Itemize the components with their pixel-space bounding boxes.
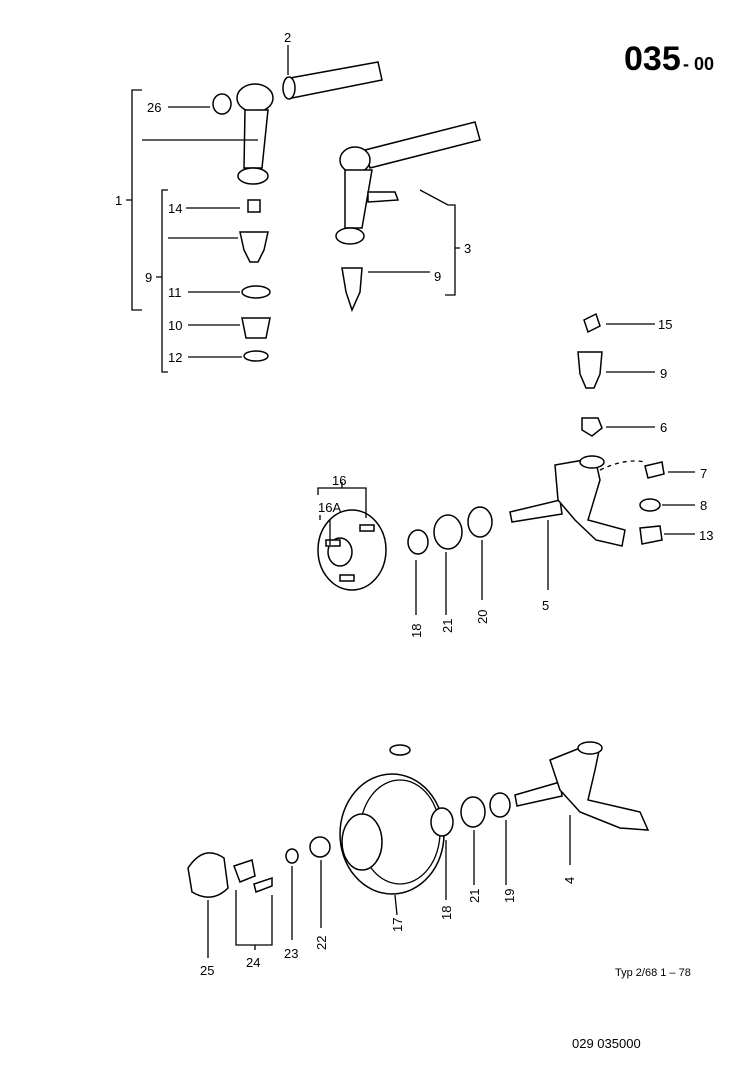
brake-drum <box>187 773 511 898</box>
leader-lines <box>126 45 695 958</box>
steering-knuckle-upper <box>509 455 626 547</box>
label-9: 9 <box>434 269 441 284</box>
label-15: 15 <box>658 317 672 332</box>
label-22: 22 <box>314 936 329 950</box>
label-11: 11 <box>168 285 182 300</box>
label-5: 5 <box>542 598 549 613</box>
label-25: 25 <box>200 963 214 978</box>
label-23: 23 <box>284 946 298 961</box>
label-8: 8 <box>700 498 707 513</box>
label-12: 12 <box>168 350 182 365</box>
ball-joint-set <box>239 199 271 362</box>
label-13: 13 <box>699 528 713 543</box>
label-3: 3 <box>464 241 471 256</box>
label-18: 18 <box>439 906 454 920</box>
group-number: 035 <box>624 40 681 78</box>
label-21: 21 <box>467 889 482 903</box>
label-9: 9 <box>145 270 152 285</box>
label-24: 24 <box>246 955 260 970</box>
group-suffix: - 00 <box>683 54 714 74</box>
page-code: 029 035000 <box>572 1036 641 1051</box>
label-9: 9 <box>660 366 667 381</box>
label-19: 19 <box>502 889 517 903</box>
label-16a: 16A <box>318 500 341 515</box>
steering-knuckle-lower <box>389 741 650 831</box>
label-21: 21 <box>440 619 455 633</box>
label-14: 14 <box>168 201 182 216</box>
label-10: 10 <box>168 318 182 333</box>
label-2: 2 <box>284 30 291 45</box>
torsion-arm-upper <box>212 61 383 185</box>
wheel-hub <box>317 506 493 591</box>
type-note: Typ 2/68 1 – 78 <box>615 967 691 979</box>
label-1: 1 <box>115 193 122 208</box>
label-20: 20 <box>475 610 490 624</box>
torsion-arm-lower <box>335 121 481 313</box>
label-26: 26 <box>147 100 161 115</box>
label-7: 7 <box>700 466 707 481</box>
label-18: 18 <box>409 624 424 638</box>
label-6: 6 <box>660 420 667 435</box>
small-parts-right <box>577 312 665 545</box>
label-17: 17 <box>390 918 405 932</box>
label-16: 16 <box>332 473 346 488</box>
label-4: 4 <box>562 877 577 884</box>
